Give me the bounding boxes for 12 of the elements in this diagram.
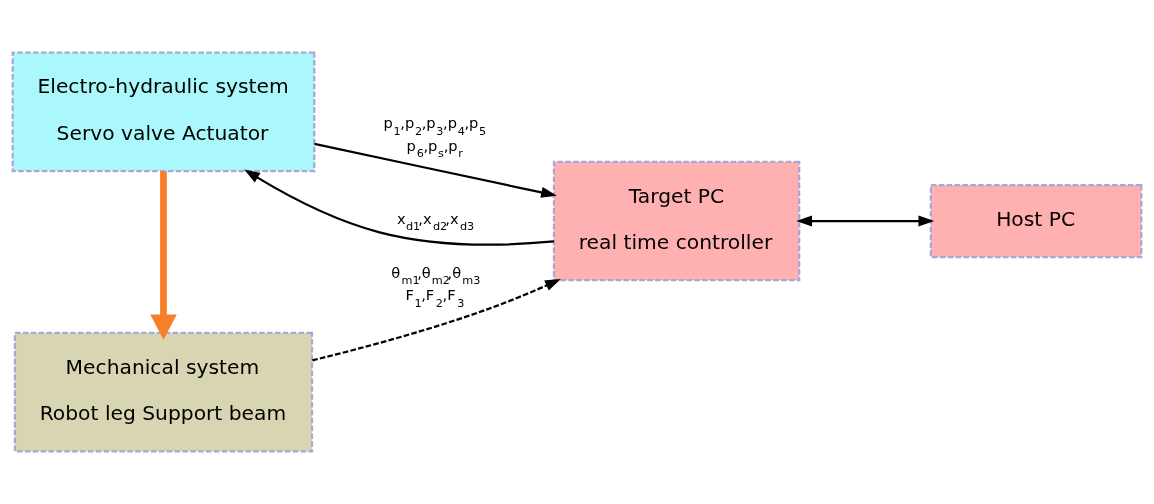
edge-label: θ$_{m1}$,θ$_{m2}$,θ$_{m3}$ F$_{1}$,F$_{2}$,F$_{3}$: [391, 263, 481, 310]
edge-label: x$_{d1}$,x$_{d2}$,x$_{d3}$: [396, 209, 475, 234]
node-box: Target PC real time controller: [552, 160, 801, 282]
edge-label: p$_{1}$,p$_{2}$,p$_{3}$,p$_{4}$,p$_{5}$ p$_{6}$,p$_{s}$,p$_{r}$: [383, 114, 487, 161]
node-box: Mechanical system Robot leg Support beam: [13, 331, 314, 453]
arrow: [150, 171, 177, 340]
arrow: [244, 169, 554, 246]
node-box: Host PC: [929, 183, 1143, 259]
arrow: [314, 142, 557, 198]
arrow: [312, 279, 561, 362]
arrow: [796, 215, 935, 227]
node-box: Electro-hydraulic system Servo valve Actuator: [11, 51, 316, 173]
